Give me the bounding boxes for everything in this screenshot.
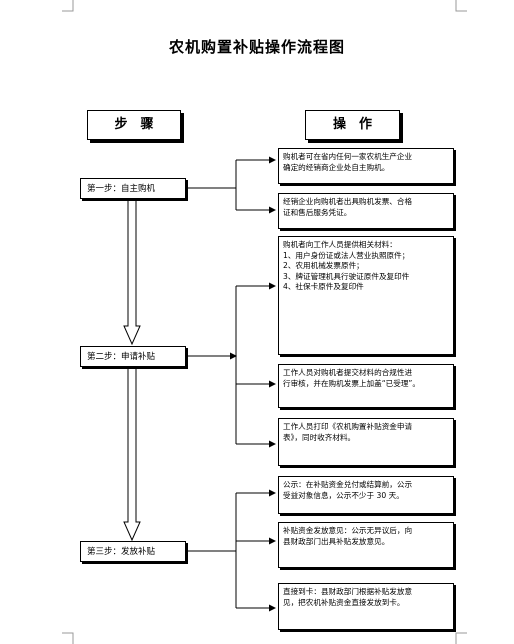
operation-line: 3、牌证管理机具行驶证原件及复印件	[283, 271, 410, 281]
operation-line: 工作人员打印《农机购置补贴资金申请	[283, 422, 413, 431]
down-arrow-step1-to-step2	[123, 198, 141, 346]
operation-line: 直接到卡：县财政部门根据补贴发放意	[283, 587, 413, 596]
operation-box-8: 直接到卡：县财政部门根据补贴发放意 见，把农机补贴资金直接发放到卡。	[278, 583, 454, 630]
step-label: 第三步：发放补贴	[87, 547, 156, 557]
operation-line: 购机者可在省内任何一家农机生产企业	[283, 152, 413, 161]
operation-line: 公示：在补贴资金兑付或结算前，公示	[283, 480, 413, 489]
operation-box-5: 工作人员打印《农机购置补贴资金申请 表》，同时收齐材料。	[278, 418, 454, 466]
operation-line: 县财政部门出具补贴发放意见。	[283, 536, 390, 546]
step-box-3: 第三步：发放补贴	[80, 541, 186, 562]
operation-box-2: 经销企业向购机者出具购机发票、合格 证和售后服务凭证。	[278, 193, 454, 229]
operation-line: 证和售后服务凭证。	[283, 207, 352, 217]
operation-line: 经销企业向购机者出具购机发票、合格	[283, 197, 413, 206]
operation-box-7: 补贴资金发放意见：公示无异议后，向 县财政部门出具补贴发放意见。	[278, 522, 454, 568]
operation-line: 1、用户身份证或法人营业执照原件；	[283, 250, 410, 260]
corner-mark-bottom-right	[455, 632, 467, 644]
operation-box-6: 公示：在补贴资金兑付或结算前，公示 受益对象信息，公示不少于 30 天。	[278, 476, 454, 514]
corner-mark-top-right	[455, 0, 467, 12]
operation-line: 工作人员对购机者提交材料的合规性进	[283, 368, 413, 377]
step-box-2: 第二步：申请补贴	[80, 346, 186, 367]
operation-box-4: 工作人员对购机者提交材料的合规性进 行审核，并在购机发票上加盖“已受理”。	[278, 364, 454, 408]
down-arrow-step2-to-step3	[123, 366, 141, 542]
operation-line: 2、农用机械发票原件；	[283, 261, 364, 270]
operation-line: 表》，同时收齐材料。	[283, 432, 356, 442]
operation-box-1: 购机者可在省内任何一家农机生产企业 确定的经销商企业处自主购机。	[278, 148, 454, 184]
operation-line: 受益对象信息，公示不少于 30 天。	[283, 490, 404, 500]
page-title: 农机购置补贴操作流程图	[168, 38, 345, 56]
header-operations: 操 作	[305, 110, 400, 140]
operation-line: 行审核，并在购机发票上加盖“已受理”。	[283, 378, 420, 388]
operation-line: 购机者向工作人员提供相关材料：	[283, 240, 397, 249]
header-steps: 步 骤	[87, 110, 181, 140]
operation-line: 见，把农机补贴资金直接发放到卡。	[283, 597, 405, 607]
operation-line: 确定的经销商企业处自主购机。	[283, 162, 390, 172]
corner-mark-bottom-left	[62, 632, 74, 644]
step-label: 第二步：申请补贴	[87, 352, 156, 362]
step-box-1: 第一步：自主购机	[80, 178, 186, 199]
step-label: 第一步：自主购机	[87, 184, 156, 194]
operation-box-3: 购机者向工作人员提供相关材料： 1、用户身份证或法人营业执照原件； 2、农用机械…	[278, 236, 454, 355]
operation-line: 4、社保卡原件及复印件	[283, 282, 364, 291]
operation-line: 补贴资金发放意见：公示无异议后，向	[283, 526, 413, 535]
corner-mark-top-left	[62, 0, 74, 12]
